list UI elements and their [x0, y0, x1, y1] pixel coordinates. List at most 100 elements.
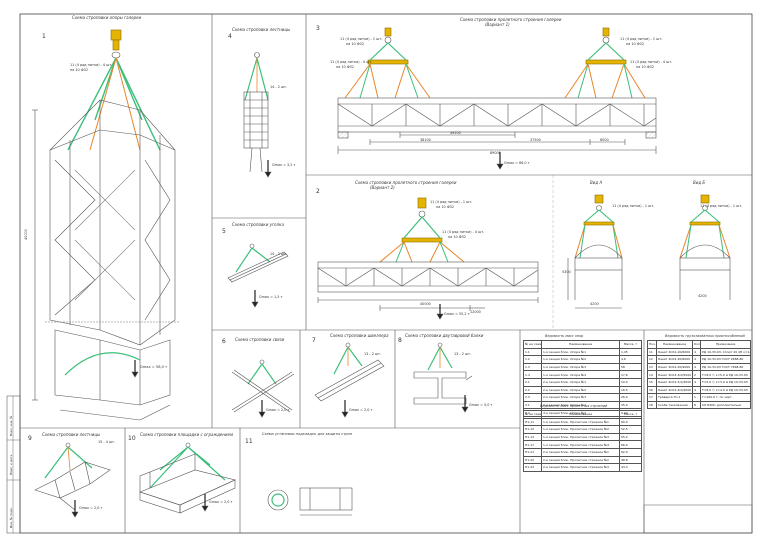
table-cell: 60,0	[619, 417, 642, 427]
stamp-label-1: Инв. № подл.	[9, 507, 13, 528]
view-6-title: Схема строповки связи	[235, 337, 285, 342]
table-cell: 1	[692, 393, 701, 402]
table-cell: Канат 4СК1-20/9000	[656, 362, 693, 372]
table-cell: Траверса ТС-1	[656, 393, 693, 402]
table-cell: 4	[692, 362, 701, 372]
view-3-dim-end: 6000	[600, 138, 609, 142]
view-11-number: 11	[245, 438, 253, 445]
table-cell: П1-17	[523, 440, 542, 449]
table-cell: 1.1	[523, 347, 542, 357]
view-5-title: Схема строповки уголка	[232, 222, 284, 227]
view-2-dim-b: 12000	[470, 310, 481, 314]
table-cell: 10,4	[619, 377, 642, 387]
table-cell: 4	[692, 377, 701, 387]
view-4-sling-label: 14 - 2 шт.	[270, 85, 288, 89]
view-8-title: Схема строповки двутавровой балки	[405, 333, 484, 338]
view-3-dim-span: 89000	[490, 151, 501, 155]
table-header-cell: Масса, т	[619, 340, 642, 349]
table-cell: 44,3	[619, 463, 642, 472]
table-cell: 16	[647, 385, 657, 395]
view-2-span	[317, 197, 539, 320]
view-3-label-a2: на 10 Ф32	[346, 42, 364, 46]
view-3-label-b: 11 (4 ряд нитки) - 4 шт.	[330, 60, 373, 64]
view-9-weight: Gmax = 2,0 т	[79, 506, 103, 510]
view-5-sling-label: 14 - 2 шт.	[270, 252, 288, 256]
view-a-dim-h: 5300	[562, 270, 571, 274]
view-3-label-b2: на 10 Ф32	[336, 65, 354, 69]
view-1-tower	[32, 29, 180, 421]
view-9-title: Схема строповки лестницы	[42, 432, 101, 437]
table-cell: 17	[647, 393, 657, 402]
table-cell: 2	[692, 370, 701, 379]
table-cell: 2-я секция блок. Опора №3	[541, 393, 620, 402]
table-1-caption: Ведомость масс опор	[545, 334, 584, 338]
view-3-dim-right: 37500	[530, 138, 541, 142]
view-b-title: Вид Б	[693, 180, 706, 185]
view-10-title: Схема строповки площадки с ограждением	[140, 432, 234, 437]
view-a-title: Вид А	[590, 180, 603, 185]
table-cell: 2.1	[523, 377, 542, 387]
view-4-weight: Gmax = 3,2 т	[272, 163, 296, 167]
view-7-title: Схема строповки швеллера	[330, 333, 389, 338]
table-cell: П1-11	[523, 417, 542, 427]
view-2-number: 2	[316, 188, 320, 195]
sheet-frame	[19, 13, 753, 534]
view-7-sling: 13 - 2 шт.	[364, 352, 382, 356]
view-a-dim-w: 4200	[590, 302, 599, 306]
view-3-label-a: 11 (4 ряд нитки) - 1 шт.	[340, 37, 383, 41]
view-11-pads	[267, 487, 353, 516]
table-cell: П1-23	[523, 463, 542, 472]
view-1-weight: Gmax = 58,0 т	[140, 365, 168, 369]
table-cell: РД 10-33-93 ГОСТ 7668-80	[700, 362, 751, 372]
table-cell: 15	[647, 377, 657, 387]
table-2-caption: Ведомость масс пролетных строений	[540, 404, 608, 408]
table-cell: 12	[647, 355, 657, 364]
table-cell: 2.3	[523, 393, 542, 402]
view-2-label-a2: на 10 Ф32	[436, 205, 454, 209]
table-cell: 17,6	[619, 370, 642, 379]
view-a-section	[567, 194, 623, 309]
view-2-label-b: 11 (4 ряд нитки) - 4 шт.	[442, 230, 485, 234]
table-cell: Т=5,0 т; L=3,0 м РД 10-33-93	[700, 377, 751, 387]
view-3-span	[337, 27, 657, 170]
table-cell: 35,0	[619, 400, 642, 410]
view-3-dim-left: 38100	[420, 138, 431, 142]
table-header-cell: Наименование	[656, 340, 693, 349]
table-cell: 1.2	[523, 355, 542, 364]
view-5-angle	[227, 243, 289, 308]
table-header-cell: Наименование	[541, 340, 620, 349]
view-6-weight: Gmax = 2,0 т	[266, 408, 290, 412]
view-2-label-b2: на 10 Ф32	[448, 235, 466, 239]
table-cell: 2-я секция блок. Пролетное строение №2	[541, 455, 620, 465]
table-cell: 26,0	[619, 393, 642, 402]
view-3-title: Схема строповки пролетного строения гале…	[460, 17, 562, 22]
table-cell: 1-я секция блок. Пролетное строение №2	[541, 425, 620, 434]
view-8-weight: Gmax = 5,0 т	[469, 403, 493, 407]
table-cell: 58	[619, 362, 642, 372]
table-cell: 8	[692, 400, 701, 410]
view-2-subtitle: (Вариант 2)	[370, 185, 395, 190]
view-8-beam	[413, 342, 473, 413]
table-header-cell: Поз.	[647, 340, 657, 349]
view-7-weight: Gmax = 2,0 т	[349, 408, 373, 412]
view-8-sling: 13 - 2 шт.	[454, 352, 472, 356]
view-2-weight: Gmax = 55,2 т	[444, 312, 470, 316]
view-5-number: 5	[222, 228, 226, 235]
table-cell: 1-я секция блок. Пролетное строение №1	[541, 417, 620, 427]
table-cell: Канат 4СК1-5,0/3000	[656, 377, 693, 387]
view-3-label-c2: на 10 Ф32	[626, 42, 644, 46]
view-3-label-d: 11 (4 ряд нитки) - 4 шт.	[630, 60, 673, 64]
table-cell: РД 10-33-93 ГОСТ 2688-80	[700, 355, 751, 364]
view-b-dim-w: 4200	[698, 294, 707, 298]
view-1-number: 1	[42, 33, 46, 40]
